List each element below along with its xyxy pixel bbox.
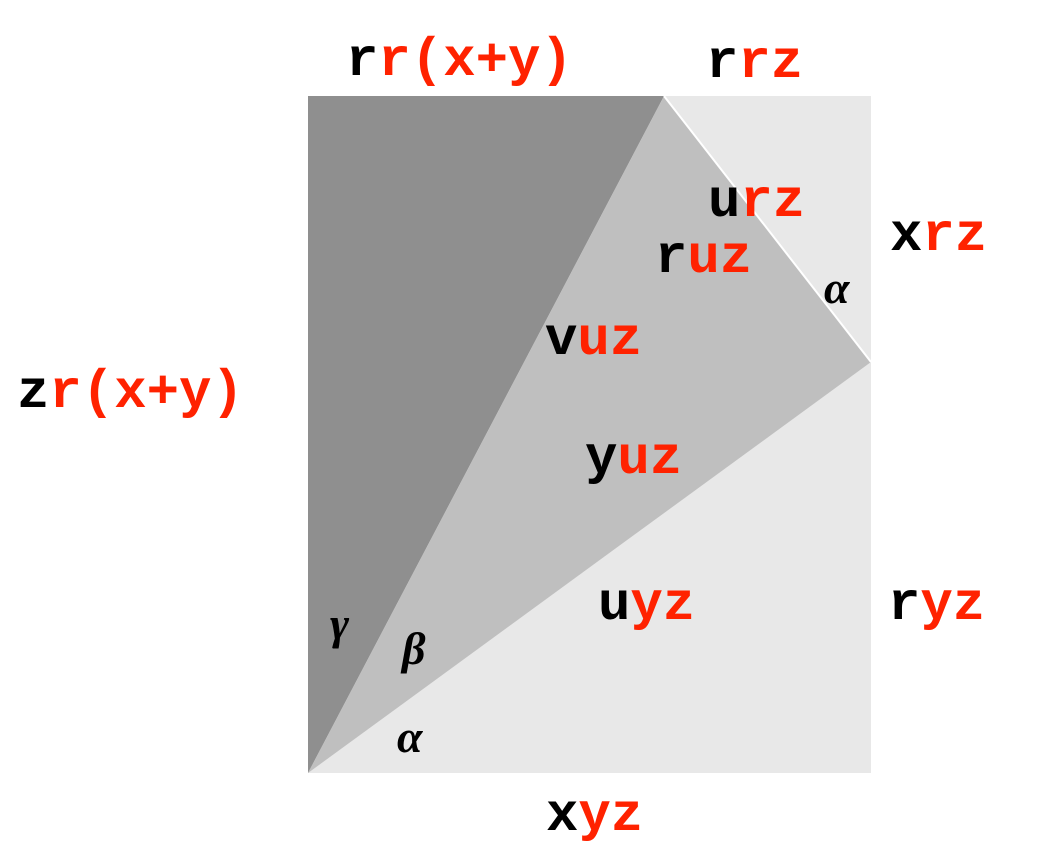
hypotenuse-edge — [663, 95, 872, 363]
label-top-left: rr(x+y) — [346, 31, 573, 92]
angle-beta: β — [400, 623, 426, 674]
label-ryz: ryz — [888, 575, 985, 636]
label-vuz: vuz — [545, 310, 642, 371]
label-yuz: yuz — [585, 429, 682, 490]
label-top-right: rrz — [706, 33, 803, 94]
angle-alpha-top: α — [824, 262, 851, 313]
label-urz: urz — [708, 172, 805, 233]
angle-gamma: γ — [330, 598, 350, 649]
label-xrz: xrz — [890, 206, 987, 267]
label-uyz: uyz — [598, 575, 695, 636]
label-left: zr(x+y) — [17, 363, 244, 424]
label-bottom: xyz — [546, 786, 643, 847]
middle-triangle — [308, 96, 871, 773]
angle-alpha-bottom: α — [397, 711, 424, 762]
label-ruz: ruz — [655, 228, 752, 289]
